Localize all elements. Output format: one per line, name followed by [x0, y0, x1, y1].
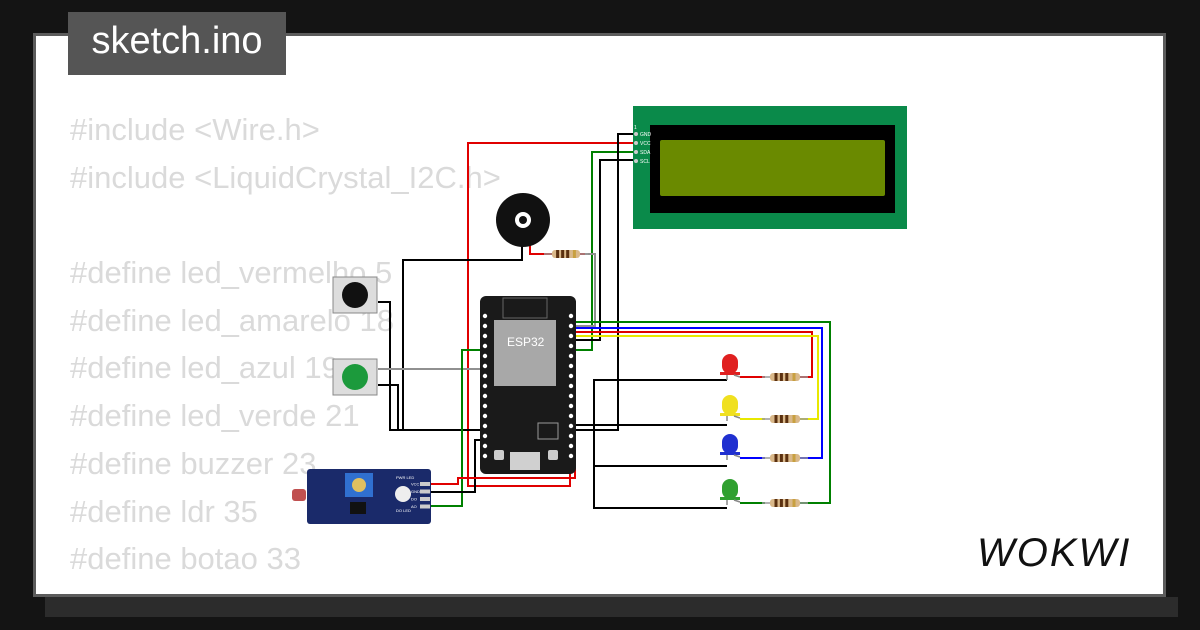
- esp32-pin: [482, 373, 488, 379]
- lcd-pin: [634, 150, 638, 154]
- wire-green-sda: [575, 151, 636, 351]
- esp32-pin: [568, 333, 574, 339]
- buzzer[interactable]: [496, 193, 550, 247]
- esp32-pin: [482, 333, 488, 339]
- lcd-pin-label: VCC: [640, 141, 651, 147]
- wokwi-logo: WOKWI: [977, 531, 1131, 575]
- wire-black-scl: [575, 159, 636, 341]
- ldr-sensor-module[interactable]: VCC GND DO AO PWR LED DO LED: [292, 469, 431, 524]
- wire-blue-led: [575, 327, 823, 459]
- code-line: #define botaoReset 32: [70, 583, 501, 594]
- esp32-pin: [568, 313, 574, 319]
- led[interactable]: [720, 395, 741, 421]
- wire-black-btn2: [378, 384, 399, 430]
- lcd-pin-label: GND: [640, 132, 652, 138]
- mcu-label: ESP32: [507, 335, 545, 349]
- lcd-display[interactable]: 1 GND VCC SDA SCL: [633, 106, 907, 229]
- code-line: #include <LiquidCrystal_I2C.h>: [70, 159, 501, 195]
- esp32-pin: [482, 433, 488, 439]
- esp32-pin: [482, 413, 488, 419]
- lcd-pin-label: SCL: [640, 159, 650, 165]
- esp32-pin: [482, 393, 488, 399]
- esp32-pin: [568, 363, 574, 369]
- ldr-pin: [420, 504, 430, 509]
- esp32-pin: [568, 433, 574, 439]
- ldr-led-label: PWR LED: [396, 475, 414, 480]
- esp32-pin: [568, 383, 574, 389]
- code-line: #define led_amarelo 18: [70, 302, 395, 338]
- lcd-pin: [634, 141, 638, 145]
- ldr-pin: [420, 482, 430, 486]
- resistors: [544, 250, 808, 507]
- code-line: #define botao 33: [70, 541, 301, 577]
- lcd-pin-index: 1: [634, 125, 637, 131]
- esp32-pin: [482, 363, 488, 369]
- code-line: #define led_vermelho 5: [70, 255, 393, 291]
- code-line: #define led_azul 19: [70, 350, 339, 386]
- wire-green-led: [575, 321, 831, 504]
- esp32-pin: [482, 383, 488, 389]
- lcd-pin: [634, 159, 638, 163]
- ldr-pin: [420, 497, 430, 501]
- resistor[interactable]: [544, 250, 588, 258]
- ldr-pin-label: AO: [411, 504, 417, 509]
- push-button-black[interactable]: [332, 276, 378, 314]
- leds: [720, 354, 741, 505]
- file-title-tab[interactable]: sketch.ino: [68, 12, 286, 75]
- lcd-pin-label: SDA: [640, 150, 651, 156]
- esp32-pin: [568, 343, 574, 349]
- esp32-pin: [568, 323, 574, 329]
- wire-black-btn1: [378, 301, 485, 431]
- resistor[interactable]: [762, 454, 808, 462]
- esp32-pin: [568, 423, 574, 429]
- led[interactable]: [720, 434, 741, 460]
- ldr-pin: [420, 489, 430, 494]
- led[interactable]: [720, 354, 741, 380]
- push-button-green[interactable]: [332, 358, 378, 396]
- esp32-pin: [568, 373, 574, 379]
- esp32-pin: [568, 403, 574, 409]
- led[interactable]: [720, 479, 741, 505]
- esp32-pin: [482, 423, 488, 429]
- wire-red-led: [575, 331, 813, 378]
- code-listing: #include <Wire.h> #include <LiquidCrystal…: [70, 106, 501, 594]
- resistor[interactable]: [762, 499, 808, 507]
- file-title: sketch.ino: [91, 20, 263, 62]
- code-line: #define ldr 35: [70, 493, 258, 529]
- code-line: #include <Wire.h>: [70, 112, 320, 147]
- esp32-pin: [568, 453, 574, 459]
- resistor[interactable]: [762, 373, 808, 381]
- esp32-pin: [482, 353, 488, 359]
- resistor[interactable]: [762, 415, 808, 423]
- wire-black-led-gnd: [575, 379, 727, 509]
- esp32-pin: [482, 313, 488, 319]
- esp32-pin: [568, 353, 574, 359]
- lcd-pin: [634, 132, 638, 136]
- code-line: #define buzzer 23: [70, 445, 317, 481]
- esp32-pin: [568, 413, 574, 419]
- wire-gray-buzzer: [575, 253, 596, 327]
- esp32-board[interactable]: ESP32: [480, 296, 576, 474]
- ldr-pin-label: VCC: [411, 482, 420, 487]
- ldr-pin-label: DO: [411, 497, 417, 502]
- esp32-pin: [482, 343, 488, 349]
- esp32-pin: [482, 403, 488, 409]
- esp32-pin: [482, 323, 488, 329]
- brand-name: WOKWI: [977, 531, 1131, 575]
- esp32-pin: [482, 443, 488, 449]
- esp32-pin: [482, 453, 488, 459]
- ldr-pin-label: GND: [411, 489, 420, 494]
- ldr-led-label: DO LED: [396, 508, 411, 513]
- code-line: #define led_verde 21: [70, 398, 360, 434]
- esp32-pin: [568, 443, 574, 449]
- wire-black-gnd: [575, 133, 636, 431]
- card-shadow: [45, 597, 1178, 617]
- wire-yellow-led: [575, 335, 819, 420]
- wire-green-ldr: [428, 349, 485, 507]
- esp32-pin: [568, 393, 574, 399]
